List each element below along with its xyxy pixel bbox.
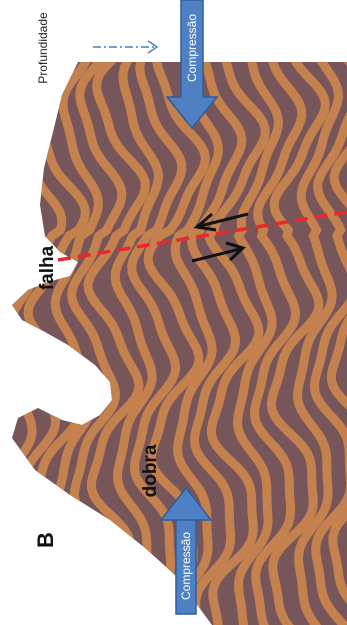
fold-label: dobra [140,444,161,497]
depth-label: Profundidade [36,12,50,84]
depth-arrow-icon [93,41,157,53]
compression-label-bottom: Compressão [179,532,193,600]
compression-label-top: Compressão [185,14,199,82]
panel-label: B [33,532,58,548]
fault-label: falha [37,245,58,290]
